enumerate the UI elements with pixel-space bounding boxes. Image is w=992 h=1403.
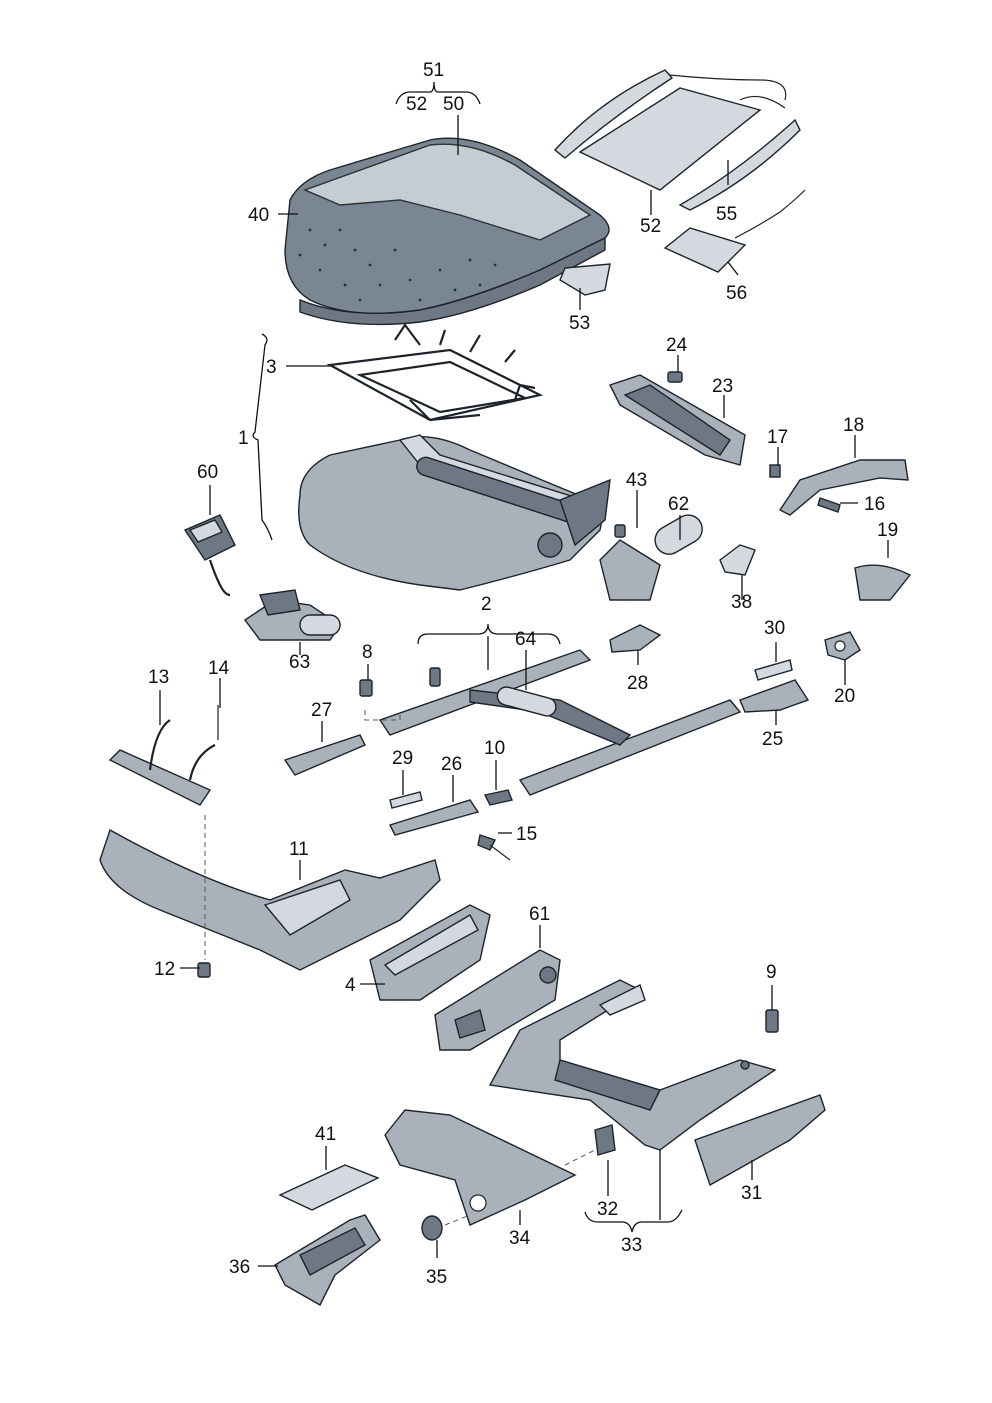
- callout-62: 62: [668, 494, 689, 515]
- trim-ring-part-20: [824, 631, 861, 661]
- callout-30: 30: [764, 618, 785, 639]
- callout-2: 2: [481, 594, 492, 615]
- covering-strip-part-53: [559, 263, 611, 296]
- callout-9: 9: [766, 962, 777, 983]
- heating-element-part-52: [578, 87, 762, 191]
- callout-labels: 51 52 50 40 52 55 56 53 3 24 23 1 17 18 …: [148, 60, 898, 1288]
- callout-38: 38: [731, 592, 752, 613]
- belt-buckle-part-60: [183, 514, 236, 597]
- clip-part-38: [719, 544, 756, 576]
- callout-10: 10: [484, 738, 505, 759]
- callout-60: 60: [197, 462, 218, 483]
- callout-13: 13: [148, 667, 169, 688]
- side-trim-part-11: [99, 828, 441, 971]
- callout-29: 29: [392, 748, 413, 769]
- callout-51: 51: [423, 60, 444, 81]
- callout-56: 56: [726, 283, 747, 304]
- callout-33: 33: [621, 1235, 642, 1256]
- callout-61: 61: [529, 904, 550, 925]
- callout-64: 64: [515, 629, 537, 650]
- rail-frame-part-2: [378, 649, 742, 796]
- callout-19: 19: [877, 520, 898, 541]
- callout-8: 8: [362, 642, 373, 663]
- motor-part-62: [599, 514, 703, 601]
- switch-panel-part-61: [434, 949, 561, 1051]
- clip-part-10: [483, 789, 513, 806]
- callout-40: 40: [248, 205, 269, 226]
- callout-20: 20: [834, 686, 855, 707]
- callout-16: 16: [864, 494, 885, 515]
- spring-mat-part-3: [326, 323, 544, 422]
- callout-31: 31: [741, 1183, 762, 1204]
- callout-1: 1: [238, 428, 249, 449]
- callout-11: 11: [289, 839, 309, 860]
- seat-frame-part-33: [488, 979, 777, 1151]
- callout-12: 12: [154, 959, 175, 980]
- screw-part-43: [614, 524, 626, 538]
- seat-pan-frame: [298, 434, 611, 591]
- cover-part-25: [739, 679, 810, 713]
- callout-4: 4: [345, 975, 356, 996]
- callout-34: 34: [509, 1228, 531, 1249]
- callout-14: 14: [208, 658, 230, 679]
- screw-part-16: [817, 497, 841, 513]
- trim-part-4: [369, 904, 491, 1001]
- callout-25: 25: [762, 729, 783, 750]
- callout-28: 28: [627, 673, 648, 694]
- screw-part-24: [667, 371, 683, 383]
- plug-part-35: [421, 1215, 443, 1241]
- callout-35: 35: [426, 1267, 447, 1288]
- callout-63: 63: [289, 652, 310, 673]
- drawer-part-36: [274, 1214, 381, 1306]
- mat-part-41: [278, 1164, 380, 1211]
- trim-part-27: [283, 734, 366, 776]
- motor-part-63: [243, 589, 341, 641]
- callout-50: 50: [443, 94, 464, 115]
- bracket-part-18: [778, 459, 909, 516]
- callout-23: 23: [712, 376, 733, 397]
- callout-15: 15: [516, 824, 537, 845]
- dashed-alignment-lines: [204, 710, 596, 1226]
- clip-part-29: [389, 791, 423, 809]
- screw-part-2-left: [429, 667, 441, 687]
- clip-part-32: [594, 1124, 616, 1156]
- heating-wire-harness: [669, 74, 787, 109]
- screw-part-9: [765, 1009, 779, 1033]
- callout-55: 55: [716, 204, 737, 225]
- callout-36: 36: [229, 1257, 250, 1278]
- leader-lines: [159, 81, 889, 1267]
- callout-52-top: 52: [406, 94, 427, 115]
- nut-part-17: [769, 464, 781, 478]
- callout-3: 3: [266, 357, 277, 378]
- cover-part-31: [694, 1094, 826, 1187]
- callout-24: 24: [666, 335, 688, 356]
- screw-part-8: [359, 679, 373, 697]
- callout-41: 41: [315, 1124, 336, 1145]
- control-unit-part-56: [663, 189, 806, 273]
- heating-side-pad-right-part-55: [678, 118, 801, 211]
- callout-26: 26: [441, 754, 462, 775]
- cap-part-30: [754, 659, 793, 681]
- callout-53: 53: [569, 313, 590, 334]
- callout-43: 43: [626, 470, 647, 491]
- callout-18: 18: [843, 415, 864, 436]
- pin-part-15: [477, 834, 511, 861]
- cover-part-34: [384, 1109, 577, 1226]
- heating-side-pad-left: [553, 69, 674, 159]
- callout-17: 17: [767, 427, 788, 448]
- cover-part-19: [854, 564, 912, 601]
- screw-part-12: [197, 962, 211, 978]
- seat-cushion-part-40: [284, 137, 610, 326]
- cover-part-28: [609, 624, 662, 653]
- callout-32: 32: [597, 1199, 618, 1220]
- callout-27: 27: [311, 700, 332, 721]
- switch-housing-part-23: [609, 374, 746, 466]
- callout-52-heating: 52: [640, 216, 661, 237]
- handle-part-13: [108, 719, 216, 806]
- trim-part-26: [389, 799, 480, 836]
